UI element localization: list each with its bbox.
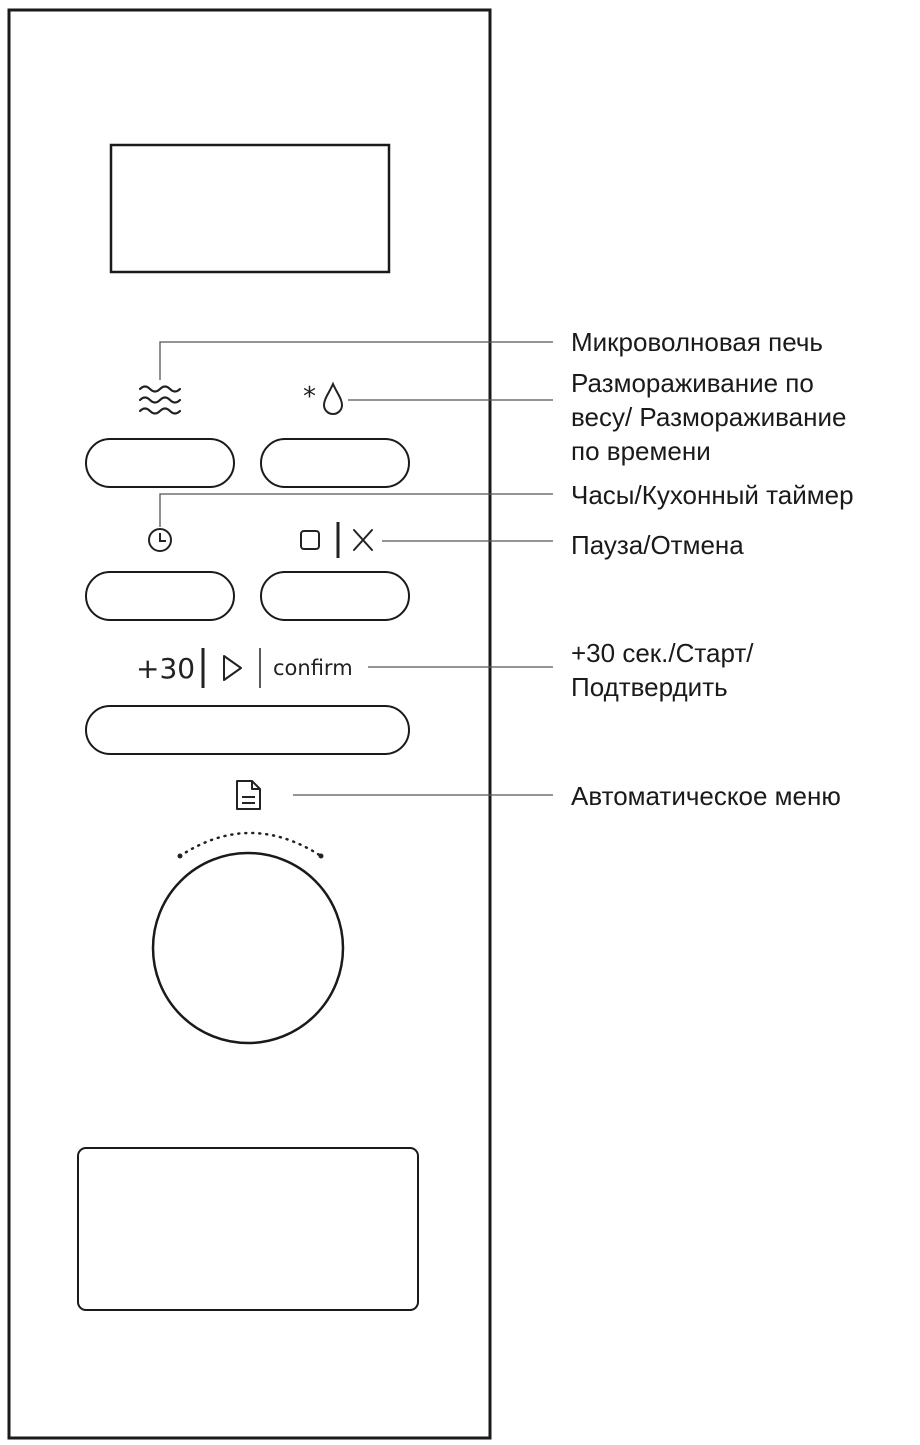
clock-timer-button[interactable] xyxy=(85,571,235,621)
defrost-button[interactable] xyxy=(260,438,410,488)
play-triangle-icon xyxy=(223,655,242,681)
callout-pause-cancel: Пауза/Отмена xyxy=(571,530,744,560)
rotary-knob[interactable] xyxy=(151,851,345,1045)
pause-cancel-button[interactable] xyxy=(260,571,410,621)
callout-auto-menu: Автоматическое меню xyxy=(571,781,841,811)
leader-clock-timer xyxy=(159,493,553,527)
plus30-label: +30 xyxy=(136,652,195,685)
knob-arc-end-dot xyxy=(318,853,324,859)
door-open-button[interactable] xyxy=(77,1147,419,1311)
callout-defrost: Размораживание по весу/ Размораживание п… xyxy=(571,368,847,466)
callout-clock-timer: Часы/Кухонный таймер xyxy=(571,480,854,510)
microwave-waves-icon xyxy=(138,385,182,415)
svg-text:*: * xyxy=(303,382,316,412)
stop-square-icon xyxy=(300,530,320,550)
knob-arc-end-dot xyxy=(177,853,183,859)
callout-microwave: Микроволновая печь xyxy=(571,327,823,357)
callout-start-confirm: +30 сек./Старт/ Подтвердить xyxy=(571,638,754,702)
microwave-button[interactable] xyxy=(85,438,235,488)
confirm-label: confirm xyxy=(273,656,353,680)
display-window xyxy=(109,143,391,274)
start-confirm-button[interactable] xyxy=(85,705,410,755)
cancel-x-icon xyxy=(353,529,373,551)
defrost-snowflake-drop-icon: * xyxy=(303,381,344,415)
callout-leaders xyxy=(159,341,553,796)
leader-microwave xyxy=(159,341,553,380)
panel-frame xyxy=(7,8,492,1440)
auto-menu-document-icon xyxy=(236,780,261,810)
clock-icon xyxy=(148,528,172,552)
